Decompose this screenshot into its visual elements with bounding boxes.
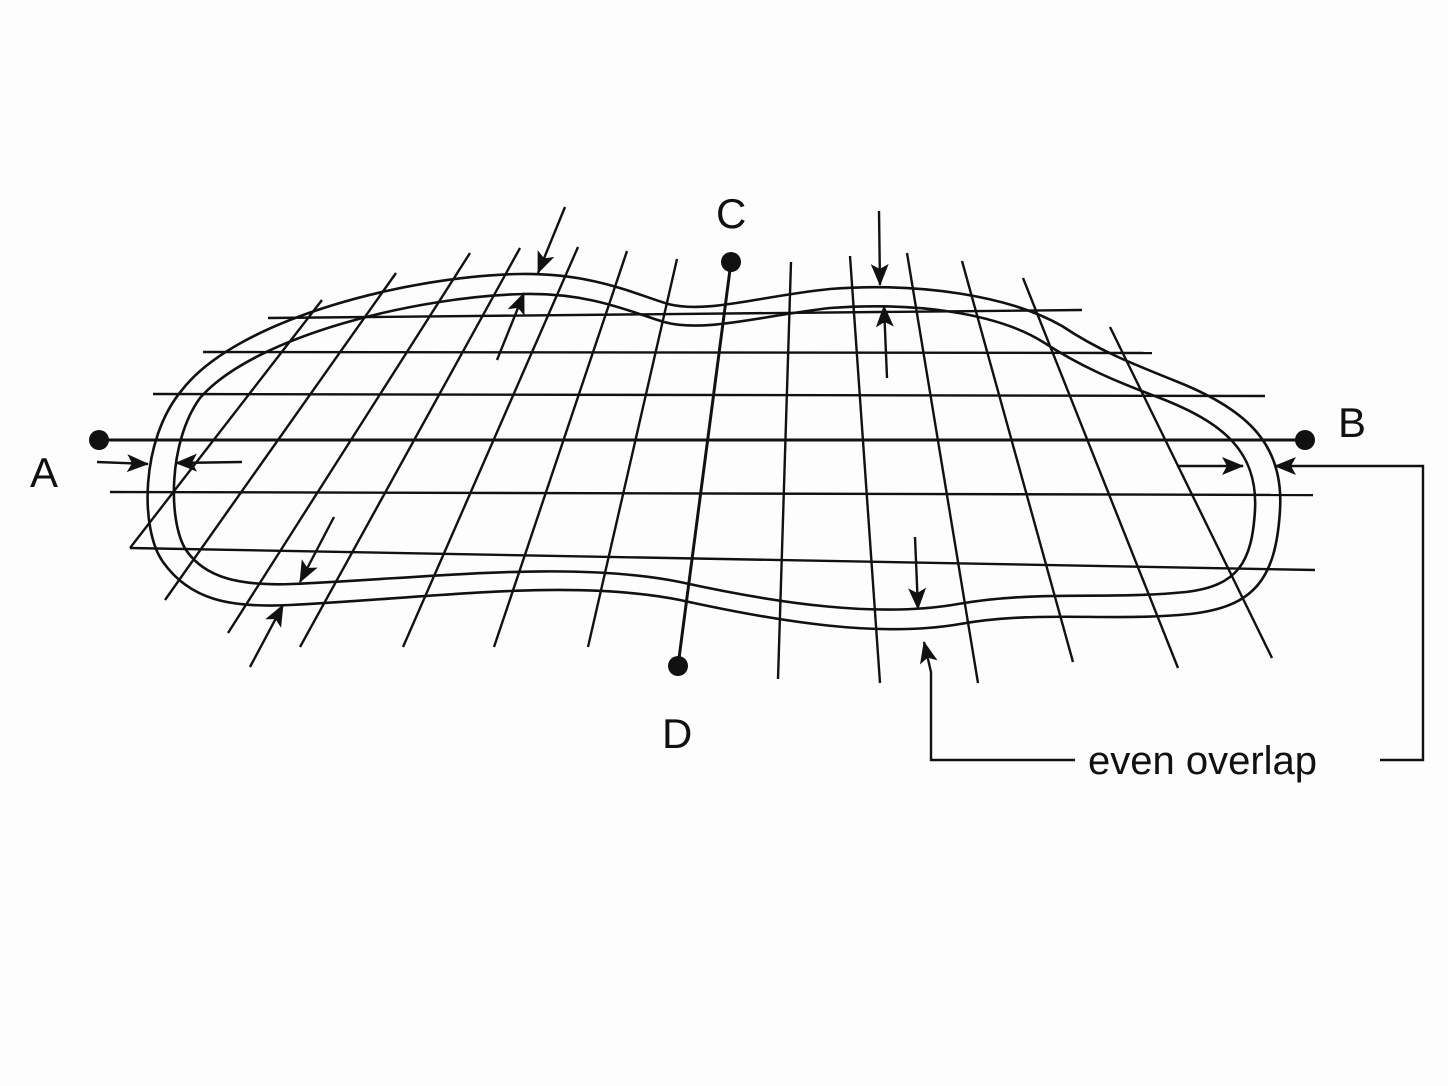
point-b-label: B [1338, 399, 1366, 446]
grid-line-v [848, 255, 882, 684]
grid-line-h [109, 490, 1314, 497]
grid-line-v [129, 299, 323, 549]
grid-line-v [492, 250, 629, 648]
arrow-topleft-outer [536, 206, 567, 274]
leader-bottom [920, 641, 1075, 762]
arrow-bottomleft-inner [298, 516, 336, 583]
axis-cd [668, 252, 741, 676]
grid-line-v [586, 258, 679, 648]
grid-line-v [401, 246, 580, 648]
even-overlap-label: even overlap [1088, 739, 1317, 783]
axis-cd-line [676, 261, 733, 667]
leader-right [1274, 457, 1425, 762]
grid-line-v [1108, 326, 1274, 659]
point-a-dot [89, 430, 109, 450]
grid-line-v [164, 272, 397, 601]
outer-outline [146, 272, 1282, 631]
even-overlap-callout: even overlap [920, 457, 1425, 783]
point-a-label: A [30, 449, 58, 496]
point-d-dot [668, 656, 688, 676]
grid-line-h [129, 546, 1316, 572]
point-b-dot [1295, 430, 1315, 450]
grid-line-v [1021, 277, 1180, 669]
arrow-bottom-inner [908, 536, 927, 610]
overlap-arrows [96, 206, 1244, 668]
point-c-label: C [716, 190, 746, 237]
arrow-left-outer [96, 454, 149, 473]
point-d-label: D [662, 710, 692, 757]
grid-line-v [226, 252, 472, 634]
grid-line-h [152, 392, 1266, 398]
grid-line-v [776, 261, 793, 680]
grid-line-h [202, 350, 1153, 355]
axis-ab [89, 430, 1315, 450]
arrow-topright-inner [875, 305, 894, 379]
arrow-left-inner [175, 453, 243, 472]
inner-outline [172, 292, 1257, 611]
arrow-topright-outer [870, 210, 889, 286]
arrow-bottomleft-outer [248, 604, 285, 668]
point-c-dot [721, 252, 741, 272]
grid-line-v [905, 252, 980, 684]
arrow-topleft-inner [495, 292, 526, 361]
